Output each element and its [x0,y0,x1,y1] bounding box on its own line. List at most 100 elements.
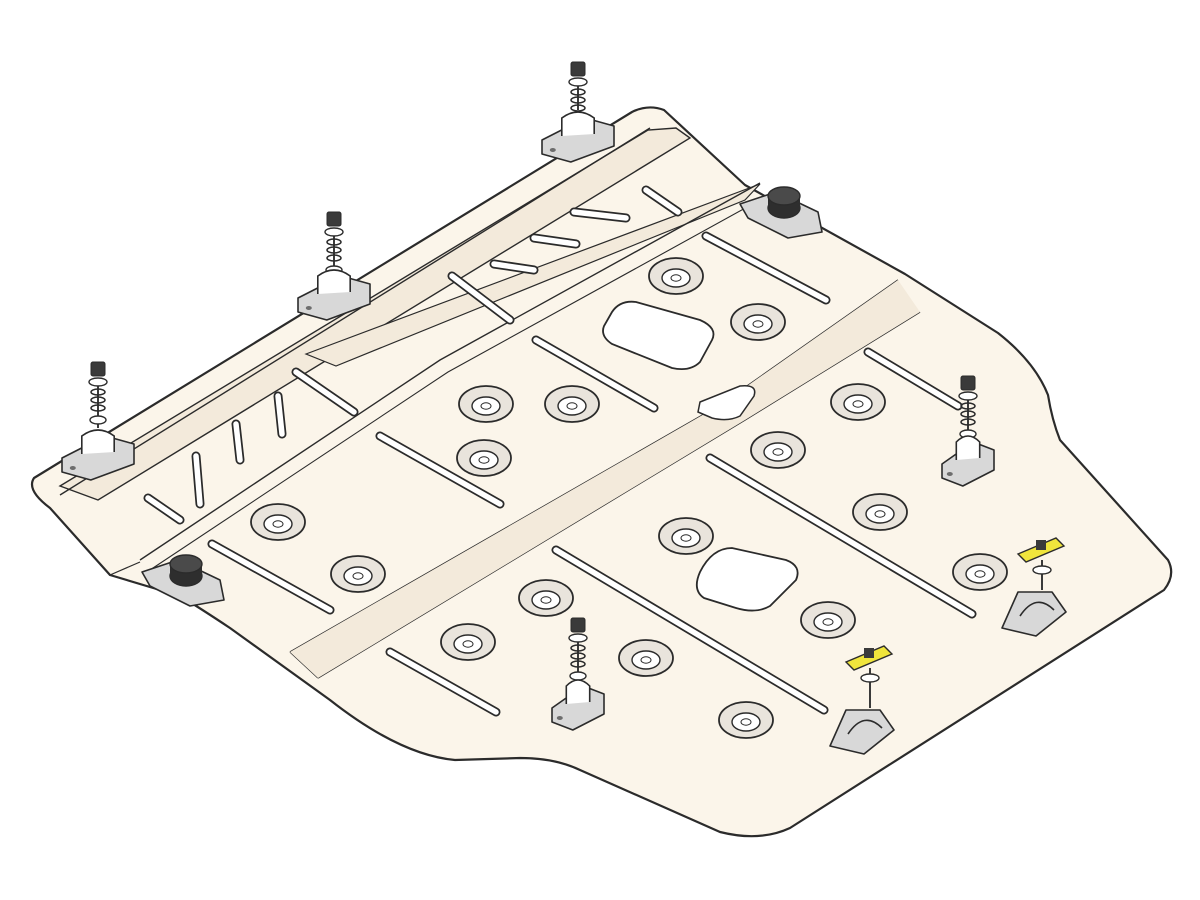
drain-hole-4 [544,385,600,423]
spring-coil [570,88,586,96]
fastener-mount-5 [551,617,605,731]
rubber-mount-2 [141,554,225,607]
bracket-loop [317,269,351,294]
drain-hole-6 [250,503,306,541]
fastener-mount-1 [541,61,615,163]
slot-6 [571,209,629,221]
rib-7 [865,349,961,409]
spring-coil [90,388,106,396]
access-hatch-small [697,384,756,421]
spring-coil [570,644,586,652]
panel-seam-upper-3 [149,189,779,571]
panel-seam-upper-2 [139,182,761,561]
bracket-loop [565,679,591,704]
bracket-hole [305,306,312,310]
hole-center [540,596,552,604]
bracket-loop [1019,601,1055,617]
slot-4 [491,261,537,273]
hole-center [480,402,492,410]
hole-center [852,400,864,408]
hole-center [822,618,834,626]
spring-coil [326,238,342,246]
washer [568,633,588,643]
clip-nut [1036,540,1046,550]
yellow-clip-mount-1 [1001,537,1067,637]
hole-center [974,570,986,578]
rib-5 [449,273,513,323]
spring-coil [960,402,976,410]
panel-seam-upper [59,127,651,496]
washer-lower [569,671,587,681]
rib-6 [703,233,829,303]
hole-center [478,456,490,464]
rib-1 [293,369,357,415]
washer-lower [89,415,107,425]
fastener-mount-3 [61,361,135,481]
plate-divider-band [290,280,920,678]
slot-3 [275,393,285,437]
bracket-body [829,709,895,755]
spring-coil [90,404,106,412]
spring-coil [570,660,586,668]
drain-holes [250,257,1008,739]
drain-hole-13 [518,579,574,617]
bracket-body [1001,591,1067,637]
drain-hole-5 [456,439,512,477]
bracket-loop [81,429,115,454]
rib-11 [145,495,183,523]
washer [568,77,588,87]
hole-center [462,640,474,648]
drain-hole-2 [730,303,786,341]
hole-center [752,320,764,328]
bracket-loop [561,111,595,136]
drain-hole-11 [658,517,714,555]
washer [860,673,880,683]
bracket-loop [955,435,981,460]
hole-center [680,534,692,542]
spring-coil [570,104,586,112]
slot-1 [193,453,203,507]
washer [958,391,978,401]
rib-2 [377,433,503,507]
hole-center [670,274,682,282]
access-hatch-upper [602,300,715,371]
spring-coil [326,246,342,254]
ventilation-slots [191,207,631,509]
bracket-hole [549,148,556,152]
mounting-hardware [61,61,1067,755]
fastener-mount-2 [297,211,371,321]
rubber-mount-1 [739,186,823,239]
washer [88,377,108,387]
rib-12 [643,187,681,215]
spring-coil [570,96,586,104]
drain-hole-17 [718,701,774,739]
nut [326,211,342,227]
nut [960,375,976,391]
nut [570,61,586,77]
spring-coil [90,396,106,404]
hole-center [566,402,578,410]
drain-hole-15 [618,639,674,677]
plate-middle-band [304,183,761,367]
bracket-hole [69,466,76,470]
bracket-loop [847,719,883,735]
drain-hole-10 [852,493,908,531]
drain-hole-3 [458,385,514,423]
hole-center [772,448,784,456]
fastener-mount-4 [941,375,995,487]
nut [90,361,106,377]
drain-hole-9 [750,431,806,469]
plate-front-band [58,127,692,501]
hole-center [740,718,752,726]
slot-5 [531,235,579,247]
spring-coil [326,254,342,262]
nut [570,617,586,633]
rib-10 [387,649,499,715]
spring-coil [960,418,976,426]
slot-2 [233,421,243,463]
rubber-bushing-top [169,554,203,574]
bracket-hole [556,716,563,720]
spring-coil [960,410,976,418]
hole-center [874,510,886,518]
